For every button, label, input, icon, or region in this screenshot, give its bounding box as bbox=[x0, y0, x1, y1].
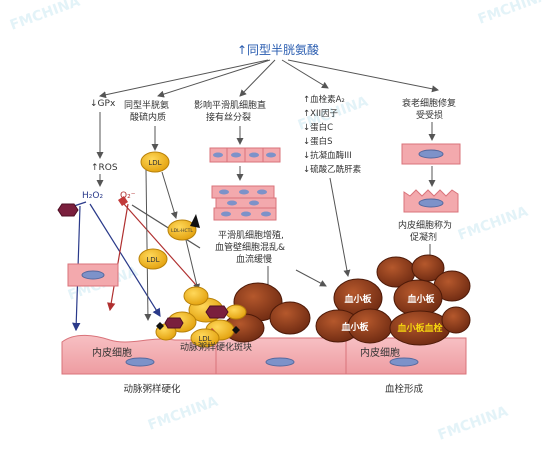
smooth-muscle-line1: 影响平滑肌细胞直 bbox=[194, 99, 266, 111]
o2-label: O₂⁻ bbox=[120, 191, 136, 201]
coag-factor-item: ↓硫酸乙酰肝素 bbox=[303, 164, 362, 175]
coag-factor-item: ↓抗凝血酶III bbox=[303, 150, 352, 161]
watermark-text: FMCHINA bbox=[456, 204, 530, 244]
caption-atherosclerosis: 动脉粥样硬化 bbox=[123, 383, 181, 395]
proliferation-to-clot-arrow bbox=[295, 269, 327, 287]
ldl-top-label: LDL bbox=[148, 159, 161, 167]
ldl-to-hcts-arrow bbox=[161, 171, 178, 219]
proliferation-line3: 血流缓慢 bbox=[236, 253, 272, 265]
proliferation-line2: 血管壁细胞混乱& bbox=[215, 241, 285, 253]
watermark-group: FMCHINA FMCHINA FMCHINA FMCHINA FMCHINA … bbox=[8, 0, 550, 444]
ldl-bottom-label: LDL bbox=[198, 335, 211, 343]
ldl-hcts-particle bbox=[167, 219, 197, 241]
endothelial-cell-top-right bbox=[401, 143, 461, 165]
proliferation-line1: 平滑肌细胞增殖, bbox=[218, 229, 284, 241]
gpx-label: ↓GPx bbox=[90, 99, 116, 109]
hcts-triangle bbox=[190, 214, 200, 228]
smooth-muscle-cells-proliferating bbox=[211, 185, 277, 221]
thiolactone-down-line bbox=[144, 169, 152, 321]
ldl-mid-label: LDL bbox=[146, 256, 159, 264]
procoagulant-line1: 内皮细胞称为 bbox=[398, 219, 452, 231]
watermark-text: FMCHINA bbox=[476, 0, 550, 28]
caption-thrombosis: 血栓形成 bbox=[385, 383, 424, 395]
thrombus-cluster bbox=[315, 254, 471, 346]
coag-factor-item: ↓蛋白S bbox=[303, 136, 333, 147]
top-arrows bbox=[99, 59, 439, 99]
thiolactone-line1: 同型半胱氨 bbox=[124, 99, 169, 111]
coag-factor-list: ↑血栓素A₂ ↑XII因子 ↓蛋白C ↓蛋白S ↓抗凝血酶III ↓硫酸乙酰肝素 bbox=[303, 94, 362, 175]
ldl-particle-bottom bbox=[190, 328, 220, 348]
vessel-wall bbox=[61, 334, 467, 375]
plaque-label: 动脉粥样硬化斑块 bbox=[180, 341, 252, 353]
oxidant-shape-right bbox=[118, 196, 128, 206]
oxidant-shape-left bbox=[57, 203, 79, 217]
smooth-muscle-line2: 接有丝分裂 bbox=[206, 111, 251, 123]
coag-factor-item: ↑血栓素A₂ bbox=[303, 94, 345, 105]
coag-factor-item: ↑XII因子 bbox=[303, 109, 338, 119]
thiolactone-line2: 酸硫内质 bbox=[130, 111, 166, 123]
endothelial-cell-mid-right bbox=[403, 189, 459, 213]
receptor-line2: 受受损 bbox=[416, 109, 443, 121]
ldl-particle-mid bbox=[138, 248, 168, 270]
watermark-text: FMCHINA bbox=[8, 0, 82, 34]
title-homocysteine: ↑同型半胱氨酸 bbox=[237, 42, 319, 57]
platelet-label-1: 血小板 bbox=[344, 293, 372, 305]
hcts-to-plaque-arrow bbox=[185, 239, 201, 291]
procoagulant-line2: 促凝剂 bbox=[410, 231, 437, 243]
watermark-text: FMCHINA bbox=[146, 394, 220, 434]
platelet-label-3: 血小板 bbox=[341, 321, 369, 333]
ldl-particle-top bbox=[140, 151, 170, 173]
coag-factor-item: ↓蛋白C bbox=[303, 122, 333, 133]
ros-label: ↑ROS bbox=[91, 163, 118, 173]
h2o2-label: H₂O₂ bbox=[82, 191, 103, 201]
plaque-cluster bbox=[155, 282, 311, 343]
smooth-muscle-cells-top bbox=[209, 147, 281, 163]
ldl-hcts-label: LDL-HCTL bbox=[171, 228, 193, 234]
platelet-clot-label: 血小板血栓 bbox=[397, 322, 442, 334]
platelet-label-2: 血小板 bbox=[407, 293, 435, 305]
endothelial-right-label: 内皮细胞 bbox=[360, 346, 400, 359]
receptor-line1: 衰老细胞修复 bbox=[402, 97, 456, 109]
watermark-text: FMCHINA bbox=[436, 404, 510, 444]
coag-arrow bbox=[329, 177, 351, 277]
isolated-endothelial-cell bbox=[67, 263, 119, 287]
endothelial-left-label: 内皮细胞 bbox=[92, 346, 132, 359]
